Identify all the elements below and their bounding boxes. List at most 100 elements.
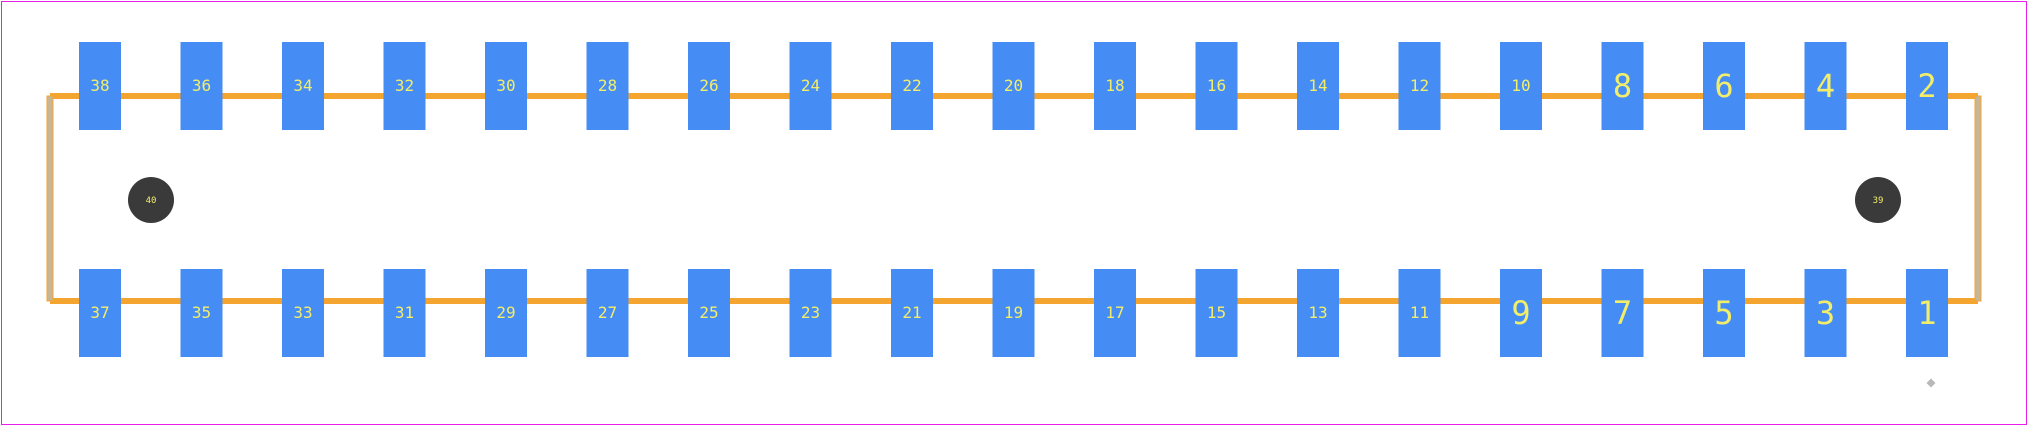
pad-label: 33 bbox=[293, 303, 312, 322]
pad-label: 2 bbox=[1917, 67, 1936, 105]
top-pad-12: 12 bbox=[1398, 42, 1441, 130]
bottom-pad-23: 23 bbox=[789, 269, 832, 357]
top-pad-24: 24 bbox=[789, 42, 832, 130]
top-pad-8: 8 bbox=[1601, 42, 1644, 130]
bottom-pad-7: 7 bbox=[1601, 269, 1644, 357]
top-pad-6: 6 bbox=[1703, 42, 1745, 130]
pad-label: 28 bbox=[598, 76, 617, 95]
pad-label: 3 bbox=[1816, 294, 1835, 332]
pad-rect bbox=[1703, 42, 1745, 130]
pad-label: 20 bbox=[1004, 76, 1023, 95]
top-pad-10: 10 bbox=[1500, 42, 1542, 130]
top-pad-2: 2 bbox=[1906, 42, 1948, 130]
pad-label: 38 bbox=[90, 76, 109, 95]
bottom-pad-37: 37 bbox=[79, 269, 121, 357]
pad-rect bbox=[1703, 269, 1745, 357]
pad-rect bbox=[1804, 42, 1847, 130]
bottom-pad-5: 5 bbox=[1703, 269, 1745, 357]
pad-rect bbox=[688, 42, 730, 130]
hole-circle bbox=[1855, 177, 1901, 223]
top-pad-20: 20 bbox=[992, 42, 1035, 130]
pad-rect bbox=[383, 269, 426, 357]
pad-rect bbox=[1195, 42, 1238, 130]
bottom-pad-15: 15 bbox=[1195, 269, 1238, 357]
top-pad-26: 26 bbox=[688, 42, 730, 130]
pad-rect bbox=[180, 42, 223, 130]
pad-label: 6 bbox=[1714, 67, 1733, 105]
pad-rect bbox=[180, 269, 223, 357]
top-pad-38: 38 bbox=[79, 42, 121, 130]
pad-rect bbox=[79, 269, 121, 357]
bottom-pad-31: 31 bbox=[383, 269, 426, 357]
bottom-pad-19: 19 bbox=[992, 269, 1035, 357]
pad-rect bbox=[1094, 42, 1136, 130]
pad-label: 4 bbox=[1816, 67, 1835, 105]
pad-label: 30 bbox=[496, 76, 515, 95]
pad-rect bbox=[891, 269, 933, 357]
pad-rect bbox=[1297, 269, 1339, 357]
pad-label: 11 bbox=[1410, 303, 1429, 322]
top-pad-16: 16 bbox=[1195, 42, 1238, 130]
pad-rect bbox=[1804, 269, 1847, 357]
pad-label: 14 bbox=[1308, 76, 1327, 95]
pad-label: 26 bbox=[699, 76, 718, 95]
pad-label: 32 bbox=[395, 76, 414, 95]
pad-rect bbox=[282, 269, 324, 357]
pad-label: 25 bbox=[699, 303, 718, 322]
pad-rect bbox=[383, 42, 426, 130]
pad-label: 9 bbox=[1511, 294, 1530, 332]
pad-rect bbox=[891, 42, 933, 130]
pad-label: 29 bbox=[496, 303, 515, 322]
pad-label: 15 bbox=[1207, 303, 1226, 322]
top-pad-36: 36 bbox=[180, 42, 223, 130]
pad-label: 19 bbox=[1004, 303, 1023, 322]
pad-rect bbox=[586, 269, 629, 357]
pad-rect bbox=[485, 269, 527, 357]
pad-rect bbox=[1601, 42, 1644, 130]
pad-label: 12 bbox=[1410, 76, 1429, 95]
bottom-pad-3: 3 bbox=[1804, 269, 1847, 357]
bottom-pad-29: 29 bbox=[485, 269, 527, 357]
bottom-pad-27: 27 bbox=[586, 269, 629, 357]
bottom-pad-1: 1 bbox=[1906, 269, 1948, 357]
outline-right-edge bbox=[1974, 95, 1982, 302]
pad-label: 36 bbox=[192, 76, 211, 95]
top-pad-18: 18 bbox=[1094, 42, 1136, 130]
top-pad-4: 4 bbox=[1804, 42, 1847, 130]
pad-rect bbox=[1297, 42, 1339, 130]
pad-rect bbox=[79, 42, 121, 130]
bottom-pad-21: 21 bbox=[891, 269, 933, 357]
pad-label: 22 bbox=[902, 76, 921, 95]
top-pad-34: 34 bbox=[282, 42, 324, 130]
pad-rect bbox=[789, 269, 832, 357]
pad-rect bbox=[282, 42, 324, 130]
pad-rect bbox=[789, 42, 832, 130]
pad-rect bbox=[1398, 269, 1441, 357]
pad-rect bbox=[992, 42, 1035, 130]
pad-label: 21 bbox=[902, 303, 921, 322]
bottom-pad-13: 13 bbox=[1297, 269, 1339, 357]
bottom-pad-35: 35 bbox=[180, 269, 223, 357]
bottom-pad-11: 11 bbox=[1398, 269, 1441, 357]
top-pad-22: 22 bbox=[891, 42, 933, 130]
bottom-pad-33: 33 bbox=[282, 269, 324, 357]
pad-label: 18 bbox=[1105, 76, 1124, 95]
pad-rect bbox=[1398, 42, 1441, 130]
pad-rect bbox=[485, 42, 527, 130]
outline-left-edge bbox=[46, 95, 54, 302]
pad-label: 1 bbox=[1917, 294, 1936, 332]
top-pad-30: 30 bbox=[485, 42, 527, 130]
pad-label: 37 bbox=[90, 303, 109, 322]
top-pad-14: 14 bbox=[1297, 42, 1339, 130]
pad-label: 35 bbox=[192, 303, 211, 322]
pad-label: 27 bbox=[598, 303, 617, 322]
hole-label: 39 bbox=[1873, 196, 1884, 206]
pad-label: 10 bbox=[1511, 76, 1530, 95]
pad-rect bbox=[1195, 269, 1238, 357]
bottom-pad-17: 17 bbox=[1094, 269, 1136, 357]
mounting-hole-39: 39 bbox=[1855, 177, 1901, 223]
